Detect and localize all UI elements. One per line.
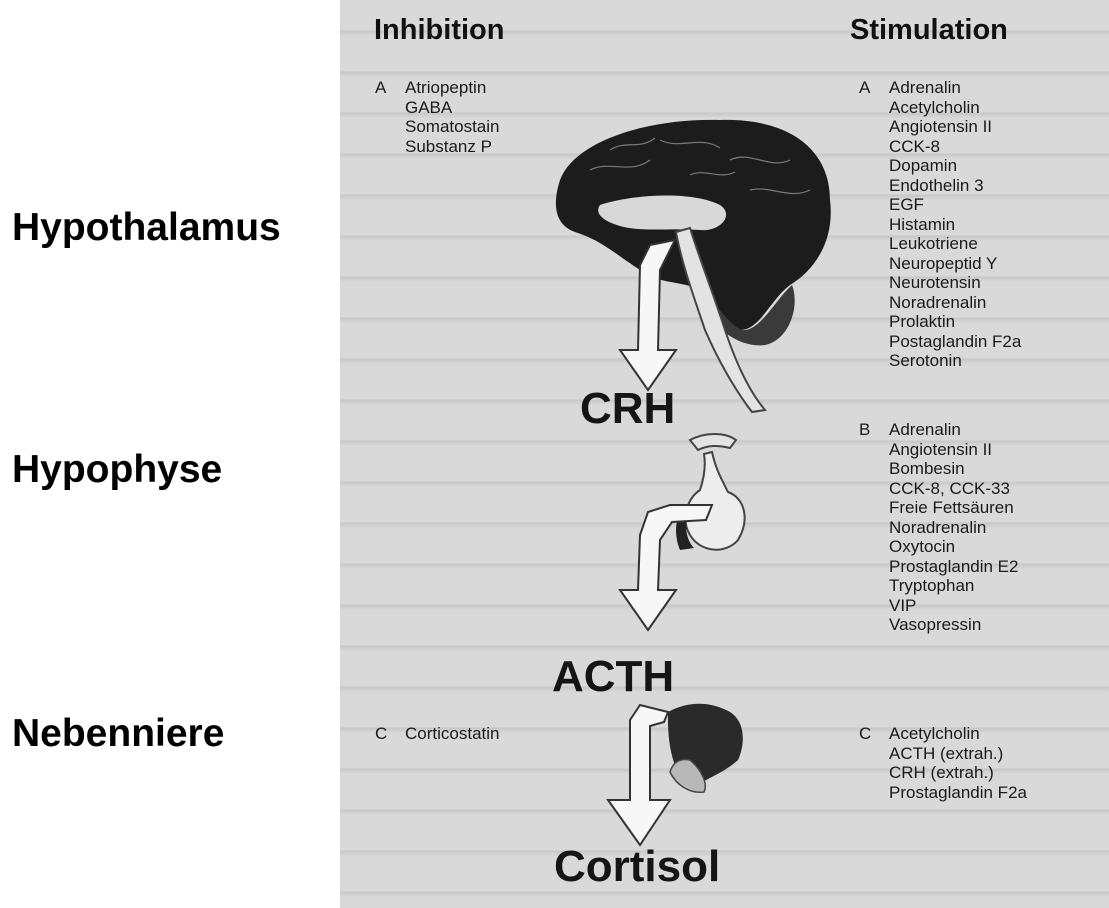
list-item: Angiotensin II: [889, 117, 1021, 137]
list-item: Substanz P: [405, 137, 500, 157]
region-label-nebenniere: Nebenniere: [12, 712, 224, 756]
list-item: Vasopressin: [889, 615, 1018, 635]
list-item: Endothelin 3: [889, 176, 1021, 196]
adrenal-illustration: [668, 704, 743, 793]
stimulator-list: Acetylcholin ACTH (extrah.) CRH (extrah.…: [859, 724, 1027, 802]
hormone-label-acth: ACTH: [552, 652, 674, 702]
hormone-label-crh: CRH: [580, 384, 675, 434]
stimulation-group-c: C Acetylcholin ACTH (extrah.) CRH (extra…: [859, 724, 1027, 802]
list-item: Somatostain: [405, 117, 500, 137]
region-label-hypothalamus: Hypothalamus: [12, 206, 281, 250]
hormone-label-cortisol: Cortisol: [554, 842, 720, 892]
list-item: Noradrenalin: [889, 293, 1021, 313]
list-item: Tryptophan: [889, 576, 1018, 596]
list-item: Prostaglandin E2: [889, 557, 1018, 577]
list-item: Acetylcholin: [889, 98, 1021, 118]
list-item: Histamin: [889, 215, 1021, 235]
list-item: ACTH (extrah.): [889, 744, 1027, 764]
list-item: Freie Fettsäuren: [889, 498, 1018, 518]
list-item: VIP: [889, 596, 1018, 616]
list-item: Noradrenalin: [889, 518, 1018, 538]
list-item: Serotonin: [889, 351, 1021, 371]
group-letter: A: [859, 78, 870, 98]
stimulation-group-a: A Adrenalin Acetylcholin Angiotensin II …: [859, 78, 1021, 371]
list-item: CRH (extrah.): [889, 763, 1027, 783]
arrow-acth-cortisol: [608, 705, 670, 845]
inhibitor-list: Corticostatin: [375, 724, 499, 744]
list-item: GABA: [405, 98, 500, 118]
list-item: CCK-8, CCK-33: [889, 479, 1018, 499]
list-item: EGF: [889, 195, 1021, 215]
stimulation-group-b: B Adrenalin Angiotensin II Bombesin CCK-…: [859, 420, 1018, 635]
group-letter: C: [859, 724, 871, 744]
list-item: CCK-8: [889, 137, 1021, 157]
list-item: Acetylcholin: [889, 724, 1027, 744]
list-item: Neurotensin: [889, 273, 1021, 293]
list-item: Neuropeptid Y: [889, 254, 1021, 274]
list-item: Adrenalin: [889, 420, 1018, 440]
list-item: Adrenalin: [889, 78, 1021, 98]
group-letter: A: [375, 78, 386, 98]
group-letter: C: [375, 724, 387, 744]
inhibition-group-c: C Corticostatin: [375, 724, 499, 744]
list-item: Dopamin: [889, 156, 1021, 176]
pituitary-illustration: [676, 434, 745, 550]
inhibitor-list: Atriopeptin GABA Somatostain Substanz P: [375, 78, 500, 156]
list-item: Corticostatin: [405, 724, 499, 744]
list-item: Prolaktin: [889, 312, 1021, 332]
stimulation-heading: Stimulation: [850, 14, 1008, 47]
region-label-hypophyse: Hypophyse: [12, 448, 222, 492]
list-item: Leukotriene: [889, 234, 1021, 254]
list-item: Atriopeptin: [405, 78, 500, 98]
list-item: Postaglandin F2a: [889, 332, 1021, 352]
inhibition-heading: Inhibition: [374, 14, 504, 47]
brain-illustration: [556, 120, 831, 345]
list-item: Prostaglandin F2a: [889, 783, 1027, 803]
group-letter: B: [859, 420, 870, 440]
list-item: Bombesin: [889, 459, 1018, 479]
list-item: Oxytocin: [889, 537, 1018, 557]
list-item: Angiotensin II: [889, 440, 1018, 460]
stimulator-list: Adrenalin Acetylcholin Angiotensin II CC…: [859, 78, 1021, 371]
inhibition-group-a: A Atriopeptin GABA Somatostain Substanz …: [375, 78, 500, 156]
stimulator-list: Adrenalin Angiotensin II Bombesin CCK-8,…: [859, 420, 1018, 635]
